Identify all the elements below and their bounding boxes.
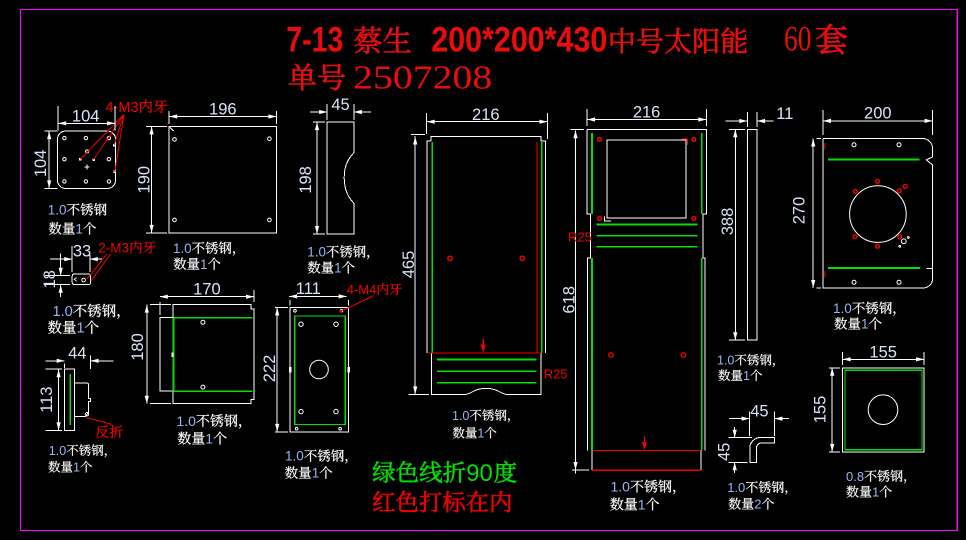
svg-text:1: 1: [200, 257, 207, 272]
svg-text:1.0: 1.0: [611, 479, 631, 495]
svg-text:1.0: 1.0: [173, 241, 192, 256]
svg-text:0.8: 0.8: [846, 469, 864, 484]
svg-text:1: 1: [638, 496, 646, 512]
svg-text:90: 90: [466, 460, 493, 487]
svg-text:1: 1: [477, 426, 484, 440]
svg-text:7-13: 7-13: [286, 20, 343, 59]
svg-text:155: 155: [869, 343, 897, 361]
svg-text:1.0: 1.0: [452, 409, 469, 423]
svg-text:1.0: 1.0: [833, 301, 852, 316]
svg-text:1: 1: [334, 261, 341, 276]
svg-text:200: 200: [864, 104, 892, 122]
svg-text:44: 44: [68, 344, 86, 362]
svg-text:1.0: 1.0: [53, 304, 73, 320]
svg-text:R25: R25: [568, 230, 592, 245]
svg-text:1: 1: [312, 466, 320, 481]
svg-text:216: 216: [633, 104, 661, 122]
svg-text:1: 1: [872, 485, 879, 500]
svg-text:4-M3: 4-M3: [106, 100, 139, 116]
svg-text:170: 170: [193, 281, 221, 299]
svg-text:45: 45: [331, 96, 349, 114]
svg-text:1: 1: [77, 321, 85, 337]
svg-text:R25: R25: [544, 367, 568, 382]
svg-text:222: 222: [261, 355, 279, 383]
svg-text:104: 104: [32, 150, 50, 178]
svg-text:1.0: 1.0: [307, 245, 326, 260]
svg-text:2507208: 2507208: [353, 59, 492, 96]
svg-text:190: 190: [135, 166, 153, 194]
svg-text:618: 618: [560, 286, 578, 314]
svg-text:196: 196: [209, 101, 237, 119]
svg-text:1.0: 1.0: [727, 480, 745, 495]
svg-text:4-M4: 4-M4: [347, 282, 377, 297]
svg-text:11: 11: [776, 105, 793, 123]
svg-text:1: 1: [743, 369, 750, 383]
svg-text:216: 216: [472, 106, 500, 124]
svg-text:1.0: 1.0: [285, 449, 304, 464]
svg-text:155: 155: [811, 396, 829, 424]
svg-text:60: 60: [784, 18, 812, 58]
svg-text:1: 1: [75, 222, 83, 237]
svg-text:1.0: 1.0: [717, 354, 734, 368]
svg-text:113: 113: [38, 387, 56, 413]
svg-text:2-M3: 2-M3: [98, 240, 129, 255]
svg-text:1: 1: [73, 461, 80, 475]
svg-text:1: 1: [861, 317, 869, 332]
svg-text:270: 270: [791, 197, 809, 225]
svg-text:1.0: 1.0: [49, 444, 66, 458]
svg-text:45: 45: [750, 403, 768, 421]
svg-text:111: 111: [296, 280, 321, 298]
svg-text:33: 33: [73, 242, 91, 260]
svg-text:104: 104: [72, 107, 100, 125]
svg-text:180: 180: [129, 333, 147, 361]
svg-text:1.0: 1.0: [176, 413, 196, 429]
svg-text:1.0: 1.0: [48, 203, 67, 218]
svg-text:465: 465: [400, 251, 418, 279]
svg-text:1: 1: [205, 431, 213, 447]
svg-text:388: 388: [719, 208, 737, 236]
svg-text:18: 18: [41, 270, 59, 288]
svg-text:2: 2: [754, 497, 761, 512]
svg-text:198: 198: [297, 166, 315, 194]
svg-text:45: 45: [715, 443, 733, 461]
svg-text:200*200*430: 200*200*430: [431, 20, 607, 59]
